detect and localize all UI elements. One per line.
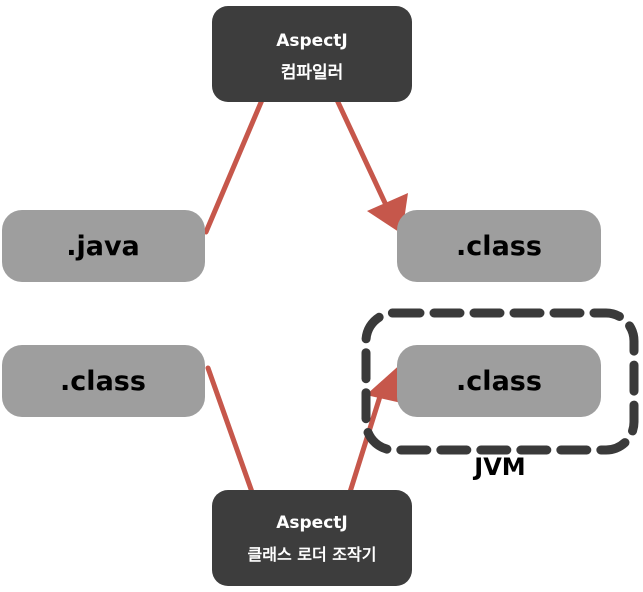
java-to-compiler-line — [203, 97, 265, 235]
jvm-label: JVM — [472, 453, 525, 481]
jvm-class-box: .class — [397, 345, 601, 417]
input-class-label: .class — [60, 366, 146, 397]
aspectj-compiler-title: AspectJ — [276, 31, 348, 51]
aspectj-classloader-subtitle: 클래스 로더 조작기 — [248, 545, 377, 564]
aspectj-compiler-subtitle: 컴파일러 — [281, 62, 344, 83]
jvm-container — [361, 308, 639, 455]
class-to-loader-line — [205, 365, 255, 495]
compiled-class-label: .class — [456, 231, 542, 262]
loader-to-jvm-class-arrowhead — [366, 361, 406, 404]
compiled-class-box: .class — [397, 210, 601, 282]
java-source-box: .java — [2, 210, 205, 282]
jvm-dashed-border — [361, 308, 639, 455]
java-source-label: .java — [66, 231, 140, 262]
compile-arrow-group — [203, 97, 408, 235]
compiler-to-class-line — [334, 97, 389, 208]
loadtime-arrow-group — [205, 361, 406, 495]
aspectj-compiler-box: AspectJ 컴파일러 — [212, 6, 412, 102]
aspectj-classloader-box: AspectJ 클래스 로더 조작기 — [212, 490, 412, 586]
jvm-class-label: .class — [456, 366, 542, 397]
compiler-to-class-arrowhead — [367, 193, 408, 234]
input-class-box: .class — [2, 345, 205, 417]
aspectj-classloader-title: AspectJ — [276, 513, 348, 533]
loader-to-jvm-class-line — [347, 387, 385, 495]
